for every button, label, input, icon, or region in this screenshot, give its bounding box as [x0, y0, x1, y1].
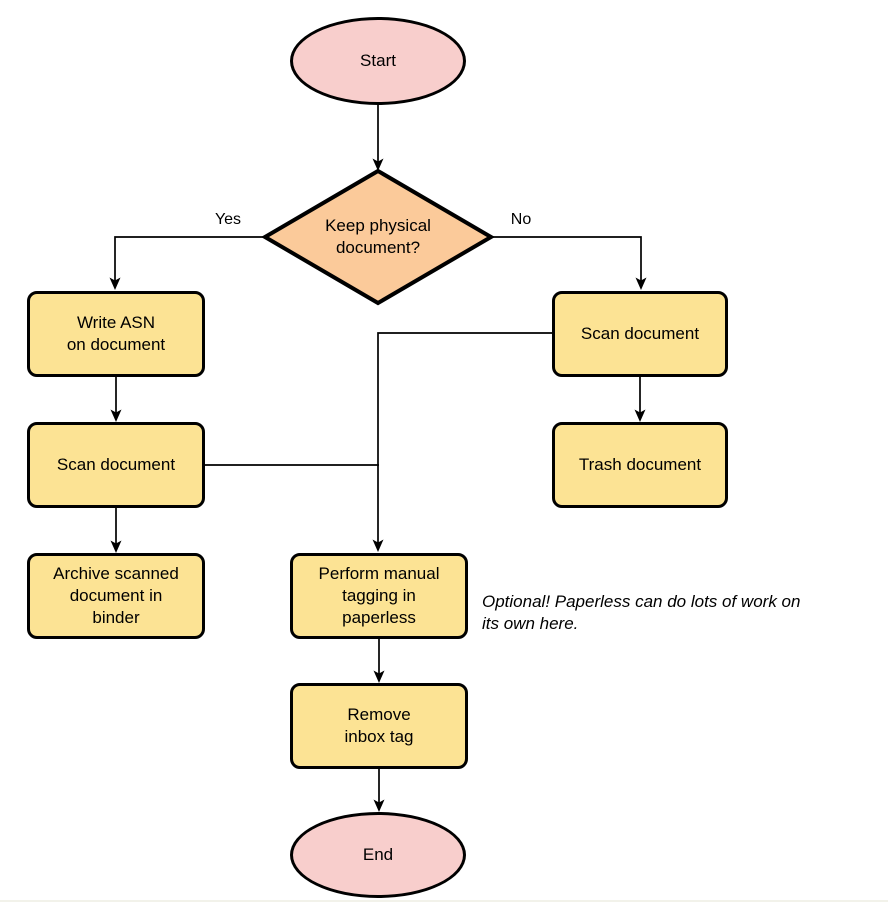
- node-scan-document-left: Scan document: [27, 422, 205, 508]
- label-line: paperless: [342, 608, 416, 627]
- bottom-divider: [0, 900, 888, 902]
- arrowhead-icon: [634, 409, 646, 422]
- label-line: tagging in: [342, 586, 416, 605]
- node-scan-document-left-label: Scan document: [57, 454, 175, 476]
- edge-label-no: No: [510, 211, 532, 228]
- node-write-asn-label: Write ASN on document: [67, 312, 165, 356]
- arrowhead-icon: [110, 540, 122, 553]
- node-remove-inbox-tag-label: Remove inbox tag: [345, 704, 414, 748]
- edge-decision-write-asn: [114, 236, 265, 281]
- node-start: Start: [290, 17, 466, 105]
- decision-diamond-shape: [261, 168, 495, 306]
- node-scan-document-right: Scan document: [552, 291, 728, 377]
- edge-decision-scan-right: [491, 236, 642, 281]
- arrowhead-icon: [373, 799, 385, 812]
- label-line: Start: [360, 51, 396, 70]
- arrowhead-icon: [109, 277, 121, 290]
- node-end: End: [290, 812, 466, 898]
- node-trash-label: Trash document: [579, 454, 701, 476]
- node-manual-tagging: Perform manual tagging in paperless: [290, 553, 468, 639]
- label-line: Scan document: [580, 324, 700, 343]
- arrowhead-icon: [110, 409, 122, 422]
- arrowhead-icon: [372, 539, 384, 552]
- label-line: Write ASN: [76, 313, 156, 332]
- label-line: Keep physical: [325, 216, 431, 235]
- node-write-asn: Write ASN on document: [27, 291, 205, 377]
- label-line: inbox tag: [344, 727, 414, 746]
- node-archive-label: Archive scanned document in binder: [53, 563, 179, 629]
- label-line: Perform manual: [318, 564, 440, 583]
- node-remove-inbox-tag: Remove inbox tag: [290, 683, 468, 769]
- label-line: Scan document: [56, 455, 176, 474]
- node-decision-label: Keep physical document?: [278, 215, 478, 259]
- annotation-line: its own here.: [482, 614, 579, 633]
- annotation-text: Optional! Paperless can do lots of work …: [482, 591, 886, 635]
- node-manual-tagging-label: Perform manual tagging in paperless: [319, 563, 440, 629]
- label-line: Trash document: [578, 455, 702, 474]
- node-scan-document-right-label: Scan document: [581, 323, 699, 345]
- label-line: document?: [335, 238, 421, 257]
- node-archive: Archive scanned document in binder: [27, 553, 205, 639]
- label-line: Remove: [347, 705, 411, 724]
- node-trash: Trash document: [552, 422, 728, 508]
- arrowhead-icon: [373, 670, 385, 683]
- arrowhead-icon: [635, 277, 647, 290]
- node-start-label: Start: [360, 50, 396, 72]
- label-line: End: [362, 845, 394, 864]
- edge-label-yes: Yes: [214, 211, 242, 228]
- annotation-line: Optional! Paperless can do lots of work …: [482, 592, 801, 611]
- label-line: document in: [69, 586, 163, 605]
- label-line: Archive scanned: [53, 564, 179, 583]
- node-end-label: End: [363, 844, 393, 866]
- arrowhead-icon: [372, 158, 384, 171]
- edge-scan-right-manual-tagging: [377, 332, 552, 543]
- label-line: on document: [66, 335, 166, 354]
- label-line: binder: [92, 608, 140, 627]
